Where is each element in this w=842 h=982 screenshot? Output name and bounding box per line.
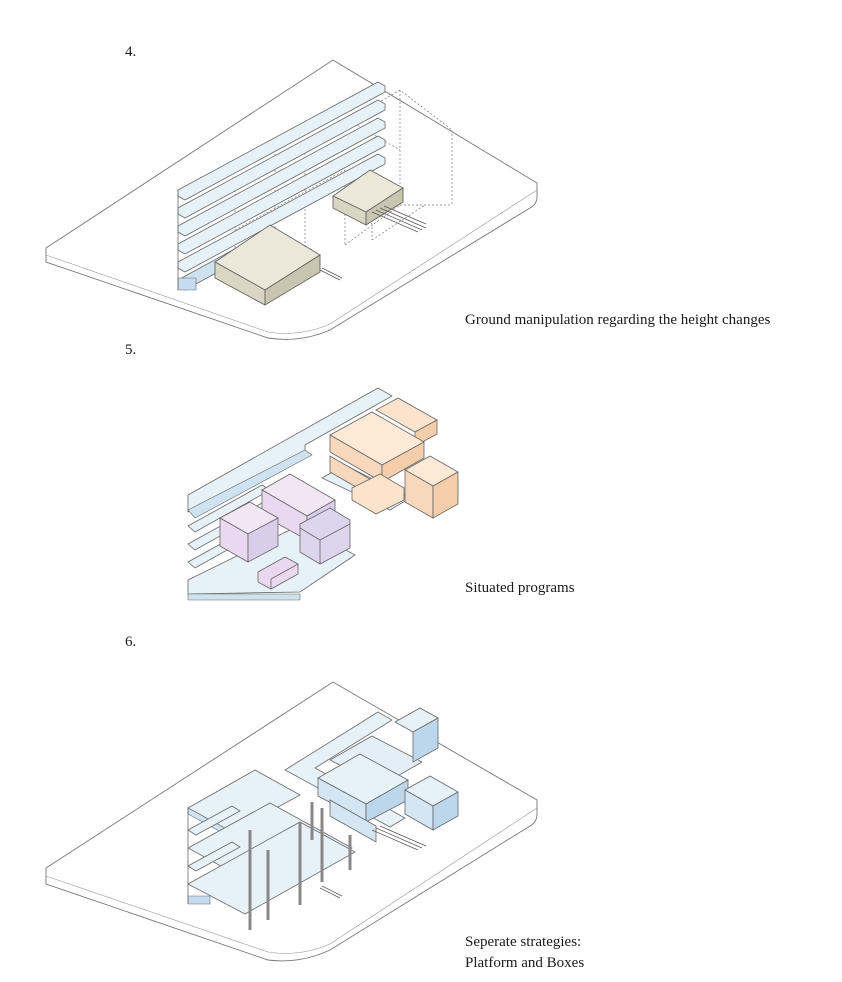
step-number-4: 4.: [125, 44, 136, 61]
diagram-6-platform-and-boxes: [46, 682, 537, 961]
step-caption-6-line-1: Seperate strategies:: [465, 932, 584, 953]
step-caption-5: Situated programs: [465, 578, 575, 599]
step-caption-6-line-2: Platform and Boxes: [465, 953, 584, 974]
site-plate-4: [46, 60, 537, 339]
step-number-5: 5.: [125, 342, 136, 359]
step-caption-6: Seperate strategies: Platform and Boxes: [465, 932, 584, 974]
diagram-4-ground-manipulation: [46, 60, 537, 339]
step-number-6: 6.: [125, 634, 136, 651]
step-caption-4: Ground manipulation regarding the height…: [465, 310, 770, 331]
diagram-5-situated-programs: [188, 388, 458, 600]
